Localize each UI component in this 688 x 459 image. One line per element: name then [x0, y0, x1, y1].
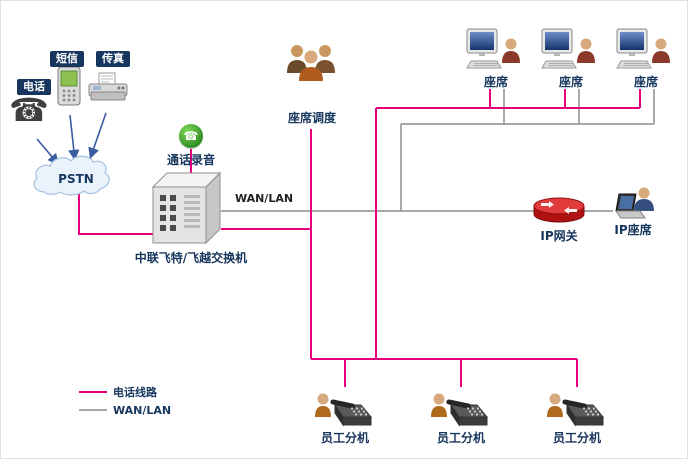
ip-agent-label: IP座席 [614, 223, 652, 237]
agent-workstation-icon [616, 28, 671, 69]
dispatch-people-icon [287, 45, 335, 81]
desk-phone-icon: ☎ [9, 91, 49, 129]
fax-icon [88, 72, 128, 101]
wan-lan-lines [221, 89, 655, 212]
legend-wan-line-label: WAN/LAN [113, 404, 172, 417]
phone-lines [78, 89, 641, 387]
ip-gateway-icon [533, 197, 585, 223]
extension-label: 员工分机 [320, 431, 369, 445]
pstn-label: PSTN [58, 172, 94, 186]
fax-label: 传真 [96, 51, 130, 67]
employee-extension-icon [314, 393, 372, 426]
sms-phone-icon [57, 66, 81, 106]
switch-label: 中联飞特/飞越交换机 [134, 251, 248, 265]
agent-workstation-icon [466, 28, 521, 69]
phone-label: 电话 [17, 79, 51, 95]
legend-phone-line-label: 电话线路 [113, 386, 157, 399]
agent-label: 座席 [633, 75, 658, 89]
agent-label: 座席 [483, 75, 508, 89]
dispatch-label: 座席调度 [287, 111, 336, 125]
extension-label: 员工分机 [552, 431, 601, 445]
extension-label: 员工分机 [436, 431, 485, 445]
call-recording-label: 通话录音 [166, 153, 215, 167]
ip-agent-icon [615, 187, 654, 219]
wan-lan-label: WAN/LAN [234, 192, 294, 205]
pstn-cloud-icon [33, 155, 110, 196]
call-recording-glyph: ☎ [183, 129, 199, 143]
employee-extension-icon [430, 393, 488, 426]
sms-label: 短信 [50, 51, 84, 67]
agent-label: 座席 [558, 75, 583, 89]
ip-gateway-label: IP网关 [540, 229, 578, 243]
employee-extension-icon [546, 393, 604, 426]
switch-icon [151, 171, 222, 245]
agent-workstation-icon [541, 28, 596, 69]
call-recording-icon: ☎ [179, 124, 203, 148]
